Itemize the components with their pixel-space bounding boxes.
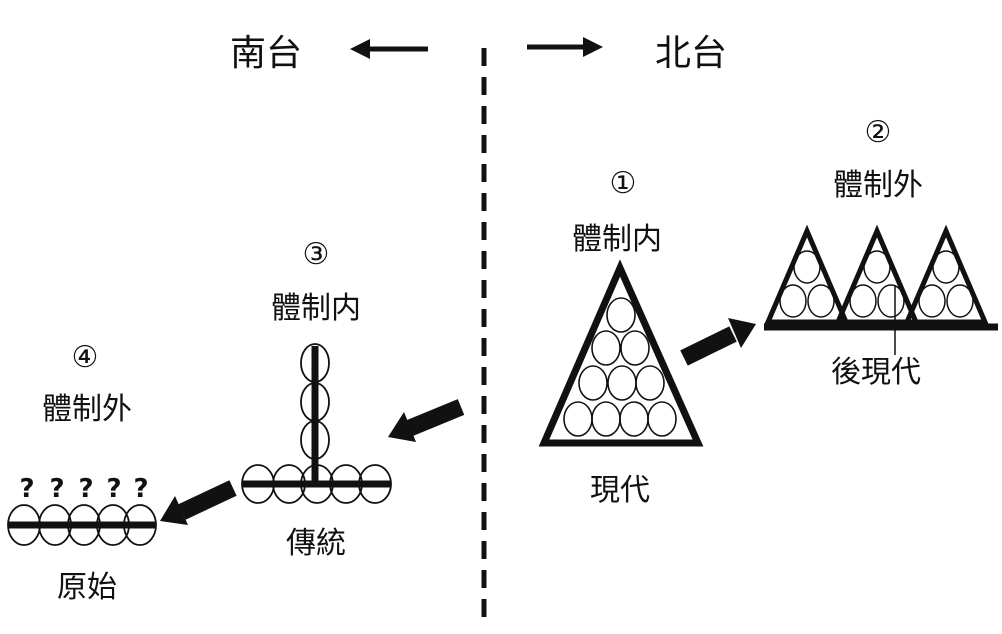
arrow-to-primitive (160, 480, 237, 525)
left-direction-arrow (350, 39, 428, 59)
stage-2-caption: 後現代 (831, 355, 921, 390)
stage-4-number: ④ (71, 340, 99, 375)
stage-3-label: 體制内 (271, 291, 361, 326)
stage-2-number: ② (864, 115, 892, 150)
stage-4-caption: 原始 (57, 570, 117, 605)
stage-3-number: ③ (302, 237, 330, 272)
south-label: 南台 (229, 33, 303, 74)
question-mark-5: ? (133, 474, 149, 504)
right-direction-arrow (527, 37, 603, 57)
arrow-to-traditional (388, 399, 465, 442)
stage-1-caption: 現代 (590, 473, 650, 508)
modern-triangle (538, 259, 704, 447)
stage-1-label: 體制内 (572, 222, 662, 257)
question-mark-1: ? (19, 474, 35, 504)
stage-2-label: 體制外 (833, 168, 923, 203)
postmodern-triangles (764, 224, 998, 355)
traditional-t-shape (241, 343, 392, 504)
question-mark-3: ? (78, 474, 94, 504)
stage-3-caption: 傳統 (286, 526, 346, 561)
stage-4-label: 體制外 (42, 392, 132, 427)
primitive-row (7, 504, 157, 546)
question-mark-4: ? (106, 474, 122, 504)
stage-1-number: ① (609, 166, 637, 201)
arrow-modern-to-postmodern (680, 318, 756, 366)
question-mark-2: ? (49, 474, 65, 504)
north-label: 北台 (654, 33, 728, 74)
